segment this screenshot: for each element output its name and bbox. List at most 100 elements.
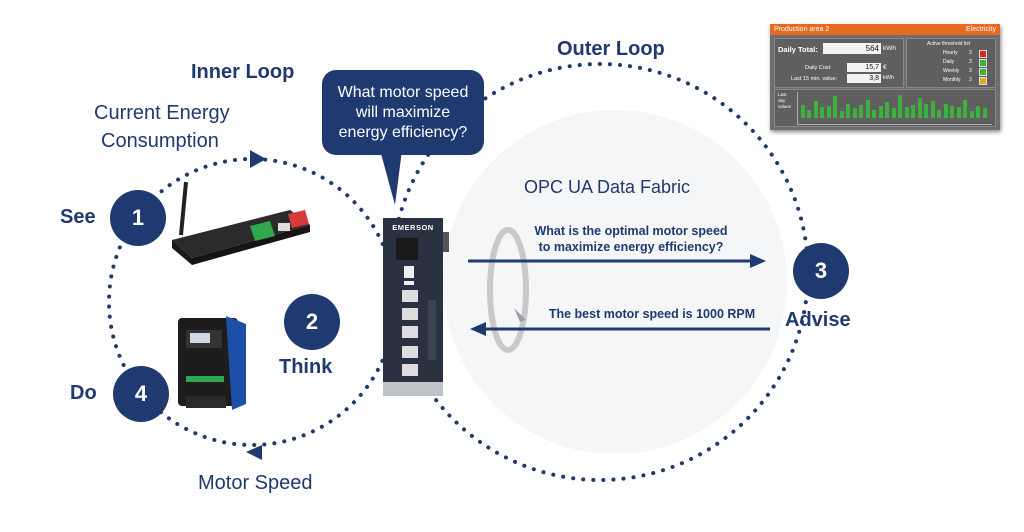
daily-cost-unit: € [883,64,887,71]
step-2-badge: 2 [284,294,340,350]
last15-unit: kWh [883,75,894,81]
threshold-value: 3 [969,50,972,56]
dashboard-bar [820,107,825,118]
threshold-title: Active threshold list [927,41,971,47]
chart-label-1: Last [778,92,787,97]
controller-brand-label: EMERSON [392,223,434,232]
dashboard-bar [801,104,805,118]
question-text-line-1: What is the optimal motor speed [534,224,728,238]
see-label: See [60,206,96,228]
threshold-status-indicator [979,77,987,85]
threshold-label: Monthly [943,77,961,83]
current-energy-label-line2: Consumption [101,130,219,152]
dashboard-bar [813,101,818,118]
bubble-line-3: energy efficiency? [338,123,468,141]
inner-loop-arrowhead-top [250,150,266,168]
advise-label: Advise [785,309,851,331]
inner-loop-title: Inner Loop [191,61,295,83]
dashboard-bar [826,106,831,118]
dashboard-bar [885,102,890,118]
do-label: Do [70,382,97,404]
motor-speed-label: Motor Speed [198,472,313,494]
daily-total-label: Daily Total: [778,45,818,54]
threshold-label: Daily [943,59,955,65]
dashboard-bar [976,106,981,118]
dashboard-bar [898,95,903,118]
bubble-line-2: will maximize [355,103,451,121]
threshold-row: Daily 3 [907,59,995,67]
dashboard-bar [878,106,883,118]
dashboard-title: Production area 2 [774,26,830,33]
threshold-row: Hourly 3 [907,50,995,58]
chart-label-2: day [778,98,786,103]
dashboard-header: Production area 2 Electricity [770,24,1000,35]
answer-arrowhead [470,322,486,336]
dashboard-bar [904,107,909,118]
step-3-badge: 3 [793,243,849,299]
edge-controller-device [383,218,449,396]
threshold-label: Hourly [943,50,958,56]
dashboard-bar [911,104,916,118]
daily-total-unit: kWh [883,45,896,52]
dashboard-bar [924,103,929,118]
dashboard-bar [891,108,896,118]
chart-label-3: values [778,104,792,109]
threshold-label: Weekly [943,68,960,74]
last15-value: 3,8 [847,74,881,83]
dashboard-bar [846,103,851,118]
dashboard-bar [956,107,961,118]
dashboard-category: Electricity [966,26,996,33]
energy-dashboard: Production area 2 Electricity Daily Tota… [770,24,1000,130]
dashboard-bar [872,109,877,118]
dashboard-chart-panel: Last day values [774,89,996,127]
step-1-badge: 1 [110,190,166,246]
question-arrowhead [750,254,766,268]
dashboard-bar [917,97,922,118]
dashboard-bar [943,103,948,118]
threshold-status-indicator [979,50,987,58]
speech-bubble-tail [380,150,402,205]
refresh-loop-icon [487,227,529,353]
step-4-badge: 4 [113,366,169,422]
daily-cost-label: Daily Cost: [805,65,832,71]
threshold-value: 3 [969,77,972,83]
threshold-status-indicator [979,68,987,76]
threshold-row: Monthly 3 [907,77,995,85]
question-text-line-2: to maximize energy efficiency? [538,240,724,254]
outer-loop-title: Outer Loop [557,38,665,60]
think-label: Think [279,356,333,378]
threshold-value: 3 [969,59,972,65]
dashboard-totals-panel: Daily Total: 564 kWh Daily Cost: 15,7 € … [774,38,904,88]
dashboard-bar [969,110,974,118]
dashboard-bar [963,100,968,118]
dashboard-bar [839,110,844,118]
answer-arrow-text: The best motor speed is 1000 RPM [548,307,756,321]
dashboard-bar [982,108,987,118]
outer-loop-background [443,110,787,454]
dashboard-bar [859,104,864,118]
motor-drive-device [178,316,246,410]
refresh-loop-arrowhead [514,308,526,322]
dashboard-bar [937,109,942,118]
dashboard-bar [930,101,935,118]
dashboard-bar [833,96,838,118]
dashboard-bar [807,109,812,118]
dashboard-bar [865,100,870,118]
question-speech-bubble: What motor speed will maximize energy ef… [322,70,484,155]
bubble-line-1: What motor speed [337,83,469,101]
dashboard-bar-chart [797,92,992,125]
threshold-status-indicator [979,59,987,67]
current-energy-label-line1: Current Energy [94,102,230,124]
daily-total-value: 564 [823,43,881,54]
last15-label: Last 15 min. value: [791,76,838,82]
threshold-value: 3 [969,68,972,74]
threshold-row: Weekly 3 [907,68,995,76]
dashboard-bar [852,108,857,118]
question-arrow-text: What is the optimal motor speed to maxim… [516,223,746,255]
dashboard-bar [950,106,955,118]
daily-cost-value: 15,7 [847,63,881,72]
inner-loop-arrowhead-bottom [246,445,262,460]
energy-meter-device [172,181,310,265]
